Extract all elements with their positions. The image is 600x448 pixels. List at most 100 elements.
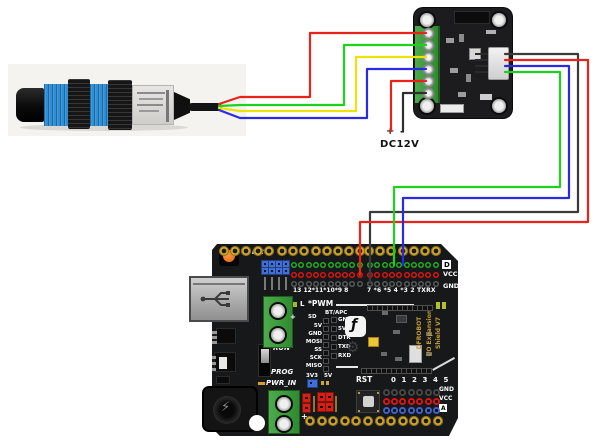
pin-dot [418,280,425,287]
header-hole [316,416,327,426]
terminal-screw-circle [423,64,433,74]
pin-dot [305,271,312,278]
digital-pin-labels-right: 7 *6 *5 4 *3 2 TXRX [367,287,436,294]
pin-dot [327,280,334,287]
vcc-row-label: VCC [443,270,458,278]
strip-hole [408,306,412,310]
red-jumper [303,394,310,402]
pin-dot [349,262,356,268]
sensor-label-band [132,85,174,125]
strip-hole [372,369,376,373]
pin-dot [381,271,388,278]
pin-dot [291,271,297,278]
label-text-line [137,92,165,94]
corner-screw [420,99,434,113]
pin-dot [356,280,363,287]
analog-gnd-label: GND [439,386,454,393]
strip-hole [377,369,381,373]
jumper-pin [326,381,329,385]
header-hole [305,416,315,426]
smd-component [486,30,496,34]
header-hole [420,246,430,256]
red-jumper [326,403,333,411]
dfrobot-logo: ƒ [345,316,366,337]
i2c-jumper [276,261,282,267]
corner-screw [420,13,434,27]
pin-dot [388,280,395,287]
pin-dot [342,262,349,268]
pin-dot [320,271,327,278]
strip-hole [428,306,432,310]
header-hole [363,416,373,426]
serial-label: DTR [338,335,351,341]
pin-dot [291,280,297,287]
sensor-shadow [20,124,188,131]
strip-hole [418,306,422,310]
pin-dot [312,262,319,268]
strip-hole [403,306,407,310]
analog-dot [390,406,398,414]
strip-hole [412,369,416,373]
silk-vertical-text [264,277,266,290]
pin-dot [349,280,356,287]
smd-component [480,94,492,100]
sensor-photo [8,64,246,136]
component-pin [212,341,217,344]
strip-hole [388,306,392,310]
pin-dot [374,271,381,278]
header-hole [408,246,419,256]
terminal-screw-circle [423,28,433,38]
pin-dot [298,280,305,287]
pin-dot [396,280,403,287]
silk-vertical-text [271,277,273,290]
pin-dot [320,280,327,287]
spi-hole [324,343,328,347]
smd-resistor [381,352,387,356]
pwm-label: *PWM [308,299,334,308]
component-pin [212,336,217,339]
module-wire-black [368,52,580,285]
pwr-plus-label: + [301,412,308,421]
header-hole [421,416,431,426]
terminal-screw-circle [423,88,433,98]
analog-a-label: A [441,405,446,412]
rst-pin [358,392,360,394]
analog-dot [424,406,432,414]
sensor-wire-yellow [217,55,428,113]
pin-dot [312,271,319,278]
header-hole [409,416,420,426]
small-component [216,376,230,384]
pin-dot [425,280,432,287]
strip-hole [422,369,426,373]
analog-dot [399,388,407,396]
analog-dot [382,397,390,405]
header-hole [252,246,263,256]
pin-dot [305,262,312,268]
i2c-jumper [262,268,268,274]
smd-ic [396,315,407,323]
smd-component [466,74,471,82]
sensor-cable-boot [174,92,190,120]
sensor-front-lens [16,88,44,122]
strip-hole [368,306,372,310]
header-hole [431,246,442,256]
terminal-screw [271,304,285,318]
sensor-wire-blue [217,67,428,120]
pin-dot [374,262,381,268]
lightning-icon: ⚡ [221,400,231,415]
i2c-jumper [283,268,289,274]
pin-dot [432,271,439,278]
pin-dot [334,262,341,268]
spi-label: SS [314,347,322,353]
spi-hole [324,319,328,323]
strip-hole [402,369,406,373]
header-hole [288,246,299,256]
dip-switch [440,104,464,113]
label-text-line [139,98,163,100]
analog-dot [390,388,398,396]
header-hole [386,416,397,426]
header-hole [230,246,241,256]
analog-vcc-label: VCC [439,395,453,402]
